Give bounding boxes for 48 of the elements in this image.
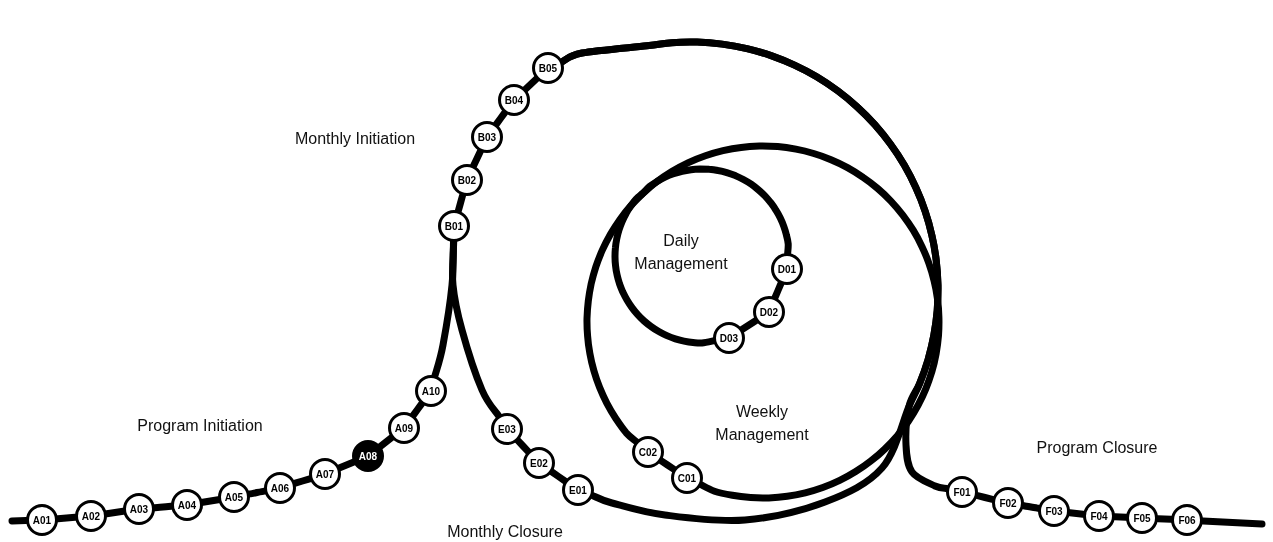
track-line	[583, 165, 792, 445]
track-line	[492, 109, 509, 128]
station-marker: F05	[1126, 502, 1158, 534]
station-marker: C01	[671, 462, 703, 494]
station-marker: A10	[415, 375, 447, 407]
station-marker: D01	[771, 253, 803, 285]
station-marker: A02	[75, 500, 107, 532]
track-line	[548, 468, 569, 485]
station-marker: D03	[713, 322, 745, 354]
station-marker: A03	[123, 493, 155, 525]
station-marker: A08	[352, 440, 384, 472]
station-marker: A09	[388, 412, 420, 444]
stage-label: Program Closure	[1036, 439, 1158, 457]
station-marker: F04	[1083, 500, 1115, 532]
station-marker: A01	[26, 504, 58, 536]
track-line	[738, 317, 760, 333]
track-line	[611, 142, 943, 502]
stage-label: Weekly Management	[714, 402, 810, 445]
station-marker: B01	[438, 210, 470, 242]
stage-label: Monthly Closure	[447, 523, 563, 541]
station-marker: C02	[632, 436, 664, 468]
station-marker: A06	[264, 472, 296, 504]
track-line	[514, 437, 532, 455]
station-marker: A05	[218, 481, 250, 513]
track-line	[409, 400, 426, 419]
track-line	[470, 148, 484, 169]
track-line	[974, 492, 996, 503]
station-marker: F03	[1038, 495, 1070, 527]
station-marker: B05	[532, 52, 564, 84]
station-marker: F02	[992, 487, 1024, 519]
stage-label: Daily Management	[633, 231, 729, 274]
track-line	[377, 434, 395, 450]
track-line	[336, 458, 357, 472]
track-line	[657, 457, 678, 473]
stage-label: Program Initiation	[137, 417, 263, 435]
station-marker: B04	[498, 84, 530, 116]
station-marker: F06	[1171, 504, 1203, 536]
station-marker: F01	[946, 476, 978, 508]
station-marker: A07	[309, 458, 341, 490]
station-marker: B03	[471, 121, 503, 153]
station-marker: D02	[753, 296, 785, 328]
stage-label: Monthly Initiation	[294, 130, 416, 148]
track-line	[771, 280, 785, 301]
station-marker: A04	[171, 489, 203, 521]
station-marker: E01	[562, 474, 594, 506]
station-marker: E02	[523, 447, 555, 479]
station-marker: B02	[451, 164, 483, 196]
station-marker: E03	[491, 413, 523, 445]
